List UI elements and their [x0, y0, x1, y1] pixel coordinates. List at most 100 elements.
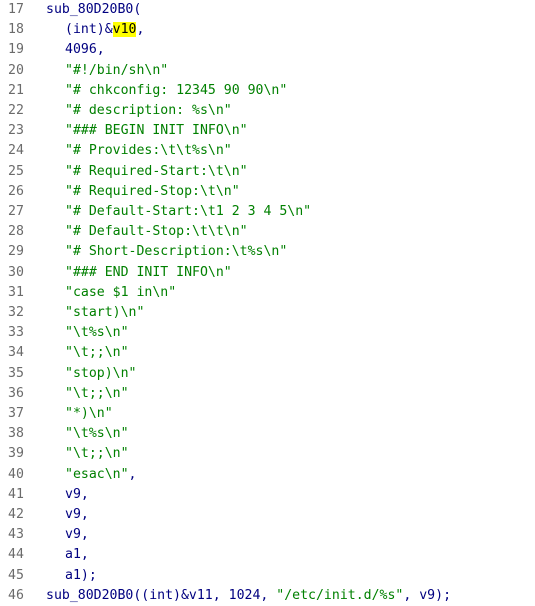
line-number: 20	[8, 62, 24, 78]
line-number: 26	[8, 183, 24, 199]
string-literal: "# Required-Start:\t\n"	[65, 163, 248, 179]
punctuation: );	[435, 587, 452, 603]
code-text: "\t;;\n"	[46, 343, 129, 363]
string-literal: "\t;;\n"	[65, 345, 129, 361]
punctuation: ,	[80, 507, 89, 522]
line-number: 29	[8, 244, 24, 260]
code-text: "\t;;\n"	[46, 444, 129, 464]
line-number: 21	[8, 82, 24, 98]
line-number: 27	[8, 204, 24, 219]
line-number: 37	[8, 406, 24, 421]
code-text: "stop)\n"	[46, 364, 136, 384]
code-text: "esac\n",	[46, 465, 136, 485]
line-number: 19	[8, 42, 24, 58]
code-line[interactable]: 24"# Provides:\t\t%s\n"	[0, 141, 535, 161]
code-line[interactable]: 23"### BEGIN INIT INFO\n"	[0, 121, 535, 141]
string-literal: "# description: %s\n"	[65, 103, 232, 118]
code-line[interactable]: 25"# Required-Start:\t\n"	[0, 162, 535, 182]
punctuation: ,	[136, 22, 145, 38]
string-literal: "case $1 in\n"	[65, 284, 177, 300]
code-text: "# Required-Start:\t\n"	[46, 162, 248, 182]
code-text: "### END INIT INFO\n"	[46, 263, 232, 283]
code-line[interactable]: 20 "#!/bin/sh\n"	[0, 61, 535, 81]
variable[interactable]: v9	[65, 507, 81, 522]
line-number: 30	[8, 264, 24, 280]
code-text: "\t;;\n"	[46, 384, 129, 404]
code-text: "# Default-Start:\t1 2 3 4 5\n"	[46, 202, 311, 222]
number-literal: 1024	[228, 587, 261, 603]
code-line[interactable]: 19 4096,	[0, 40, 535, 60]
code-line[interactable]: 30 "### END INIT INFO\n"	[0, 263, 535, 283]
code-line[interactable]: 31 "case $1 in\n"	[0, 283, 535, 303]
code-line[interactable]: 39"\t;;\n"	[0, 444, 535, 464]
code-text: v9,	[46, 485, 89, 505]
line-number: 32	[8, 305, 24, 320]
line-number: 31	[8, 284, 24, 300]
line-number: 43	[8, 527, 24, 543]
string-literal: "\t;;\n"	[65, 446, 129, 462]
line-number: 34	[8, 345, 24, 361]
code-line[interactable]: 34 "\t;;\n"	[0, 343, 535, 363]
code-line[interactable]: 28 "# Default-Stop:\t\t\n"	[0, 222, 535, 242]
code-line[interactable]: 38"\t%s\n"	[0, 424, 535, 444]
code-text: "# Required-Stop:\t\n"	[46, 182, 240, 202]
string-literal: "\t%s\n"	[65, 325, 129, 341]
string-literal: "# Default-Stop:\t\t\n"	[65, 224, 248, 240]
function-name[interactable]: sub_80D20B0(	[46, 2, 142, 17]
code-line[interactable]: 26 "# Required-Stop:\t\n"	[0, 182, 535, 202]
code-text: sub_80D20B0(	[46, 0, 141, 20]
punctuation: ,	[403, 587, 420, 603]
punctuation: ,	[96, 42, 105, 58]
code-line[interactable]: 17 sub_80D20B0(	[0, 0, 535, 20]
line-number: 17	[8, 2, 24, 17]
string-literal: "# Required-Stop:\t\n"	[65, 183, 240, 199]
code-line[interactable]: 42 v9,	[0, 505, 535, 525]
variable[interactable]: a1	[65, 567, 81, 583]
string-literal: "*)\n"	[65, 406, 113, 421]
code-line[interactable]: 35 "stop)\n"	[0, 364, 535, 384]
variable[interactable]: v11	[188, 587, 213, 603]
highlighted-variable[interactable]: v10	[112, 22, 137, 38]
code-line[interactable]: 40"esac\n",	[0, 465, 535, 485]
string-literal: "\t;;\n"	[65, 385, 129, 401]
code-line[interactable]: 22"# description: %s\n"	[0, 101, 535, 121]
code-line[interactable]: 21"# chkconfig: 12345 90 90\n"	[0, 81, 535, 101]
code-line[interactable]: 18(int)&v10,	[0, 20, 535, 40]
string-literal: "start)\n"	[65, 305, 145, 320]
code-line[interactable]: 33"\t%s\n"	[0, 323, 535, 343]
string-literal: "#!/bin/sh\n"	[65, 62, 169, 78]
punctuation: ,	[80, 547, 89, 563]
punctuation: ,	[260, 587, 277, 603]
variable[interactable]: v9	[65, 527, 81, 543]
code-line[interactable]: 43 v9,	[0, 525, 535, 545]
line-number: 42	[8, 507, 24, 522]
line-number: 28	[8, 224, 24, 240]
punctuation: ,	[212, 587, 229, 603]
code-text: 4096,	[46, 40, 105, 60]
code-line[interactable]: 27 "# Default-Start:\t1 2 3 4 5\n"	[0, 202, 535, 222]
code-line[interactable]: 32 "start)\n"	[0, 303, 535, 323]
code-text: v9,	[46, 505, 89, 525]
code-line[interactable]: 36 "\t;;\n"	[0, 384, 535, 404]
code-text: v9,	[46, 525, 89, 545]
line-number: 35	[8, 365, 24, 381]
function-name[interactable]: sub_80D20B0	[46, 587, 134, 603]
punctuation: ,	[80, 527, 89, 543]
line-number: 36	[8, 385, 24, 401]
line-number: 24	[8, 143, 24, 159]
code-text: "# Default-Stop:\t\t\n"	[46, 222, 248, 242]
variable[interactable]: a1	[65, 547, 81, 563]
code-line[interactable]: 37 "*)\n"	[0, 404, 535, 424]
string-literal: "esac\n"	[65, 466, 129, 482]
string-literal: "### BEGIN INIT INFO\n"	[65, 123, 248, 139]
variable[interactable]: v9	[419, 587, 436, 603]
code-text: "*)\n"	[46, 404, 113, 424]
code-line[interactable]: 29"# Short-Description:\t%s\n"	[0, 242, 535, 262]
punctuation: ,	[128, 466, 137, 482]
variable[interactable]: v9	[65, 486, 81, 502]
